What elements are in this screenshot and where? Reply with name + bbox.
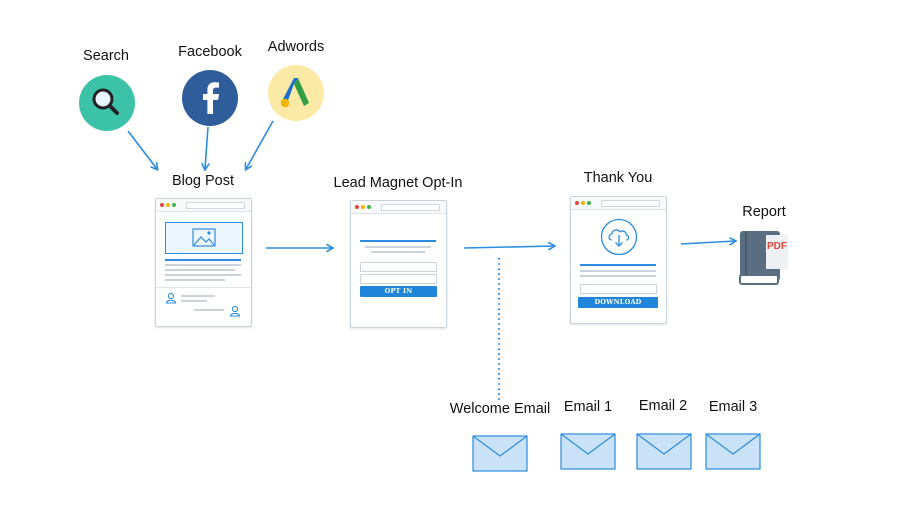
text-line	[165, 259, 241, 261]
user-icon	[165, 292, 177, 304]
text-line	[580, 270, 656, 272]
browser-dot-red	[575, 201, 579, 205]
text-line	[165, 269, 235, 271]
text-line	[165, 274, 241, 276]
url-bar	[186, 202, 245, 209]
browser-bar	[351, 201, 446, 214]
image-icon	[192, 228, 216, 247]
user-icon	[229, 305, 241, 317]
arrow-facebook-to-blog	[205, 126, 208, 169]
browser-dot-red	[355, 205, 359, 209]
welcome-email-label: Welcome Email	[449, 401, 551, 417]
pdf-book-icon: PDF	[737, 229, 793, 287]
pdf-badge-text: PDF	[767, 241, 787, 252]
adwords-logo-icon	[280, 78, 309, 108]
hero-image-placeholder	[165, 222, 243, 254]
email-1-label: Email 1	[563, 399, 613, 415]
lead-magnet-page: OPT IN	[350, 200, 447, 328]
comment-line	[181, 295, 215, 297]
arrow-adwords-to-blog	[246, 120, 274, 169]
lead-magnet-label: Lead Magnet Opt-In	[333, 175, 463, 191]
headline-line	[360, 240, 436, 242]
envelope-icon	[636, 433, 692, 470]
browser-bar	[156, 199, 251, 212]
text-line	[165, 279, 225, 281]
browser-dot-yellow	[361, 205, 365, 209]
browser-dot-green	[367, 205, 371, 209]
name-field[interactable]	[360, 262, 437, 272]
arrow-thankyou-to-report	[680, 241, 735, 244]
blog-post-label: Blog Post	[171, 173, 235, 189]
text-line	[580, 275, 656, 277]
text-line	[365, 246, 431, 248]
url-bar	[601, 200, 660, 207]
opt-in-button[interactable]: OPT IN	[360, 286, 437, 297]
thank-you-page: DOWNLOAD	[570, 196, 667, 324]
envelope-icon	[705, 433, 761, 470]
download-button[interactable]: DOWNLOAD	[578, 297, 658, 308]
envelope-icon	[560, 433, 616, 470]
comment-line	[194, 309, 224, 311]
facebook-label: Facebook	[178, 44, 242, 60]
envelope-icon	[472, 435, 528, 472]
text-line	[371, 251, 425, 253]
browser-dot-green	[172, 203, 176, 207]
browser-dot-red	[160, 203, 164, 207]
browser-bar	[571, 197, 666, 210]
blog-post-page	[155, 198, 252, 327]
search-badge	[79, 75, 135, 131]
adwords-badge	[268, 65, 324, 121]
url-bar	[381, 204, 440, 211]
comment-line	[181, 300, 207, 302]
text-line	[165, 264, 241, 266]
divider	[156, 287, 251, 288]
browser-dot-green	[587, 201, 591, 205]
headline-line	[580, 264, 656, 266]
adwords-label: Adwords	[267, 39, 325, 55]
arrow-search-to-blog	[127, 130, 157, 169]
email-2-label: Email 2	[638, 398, 688, 414]
cloud-download-icon	[600, 218, 638, 256]
email-field[interactable]	[360, 274, 437, 284]
email-3-label: Email 3	[708, 399, 758, 415]
magnifier-icon	[92, 88, 119, 115]
browser-dot-yellow	[581, 201, 585, 205]
search-label: Search	[83, 48, 129, 64]
input-field[interactable]	[580, 284, 657, 294]
book-shape	[739, 231, 788, 285]
facebook-f-icon	[203, 82, 219, 114]
thank-you-label: Thank You	[583, 170, 653, 186]
browser-dot-yellow	[166, 203, 170, 207]
facebook-badge	[182, 70, 238, 126]
report-label: Report	[742, 204, 786, 220]
arrow-lead-to-thankyou	[463, 246, 554, 248]
